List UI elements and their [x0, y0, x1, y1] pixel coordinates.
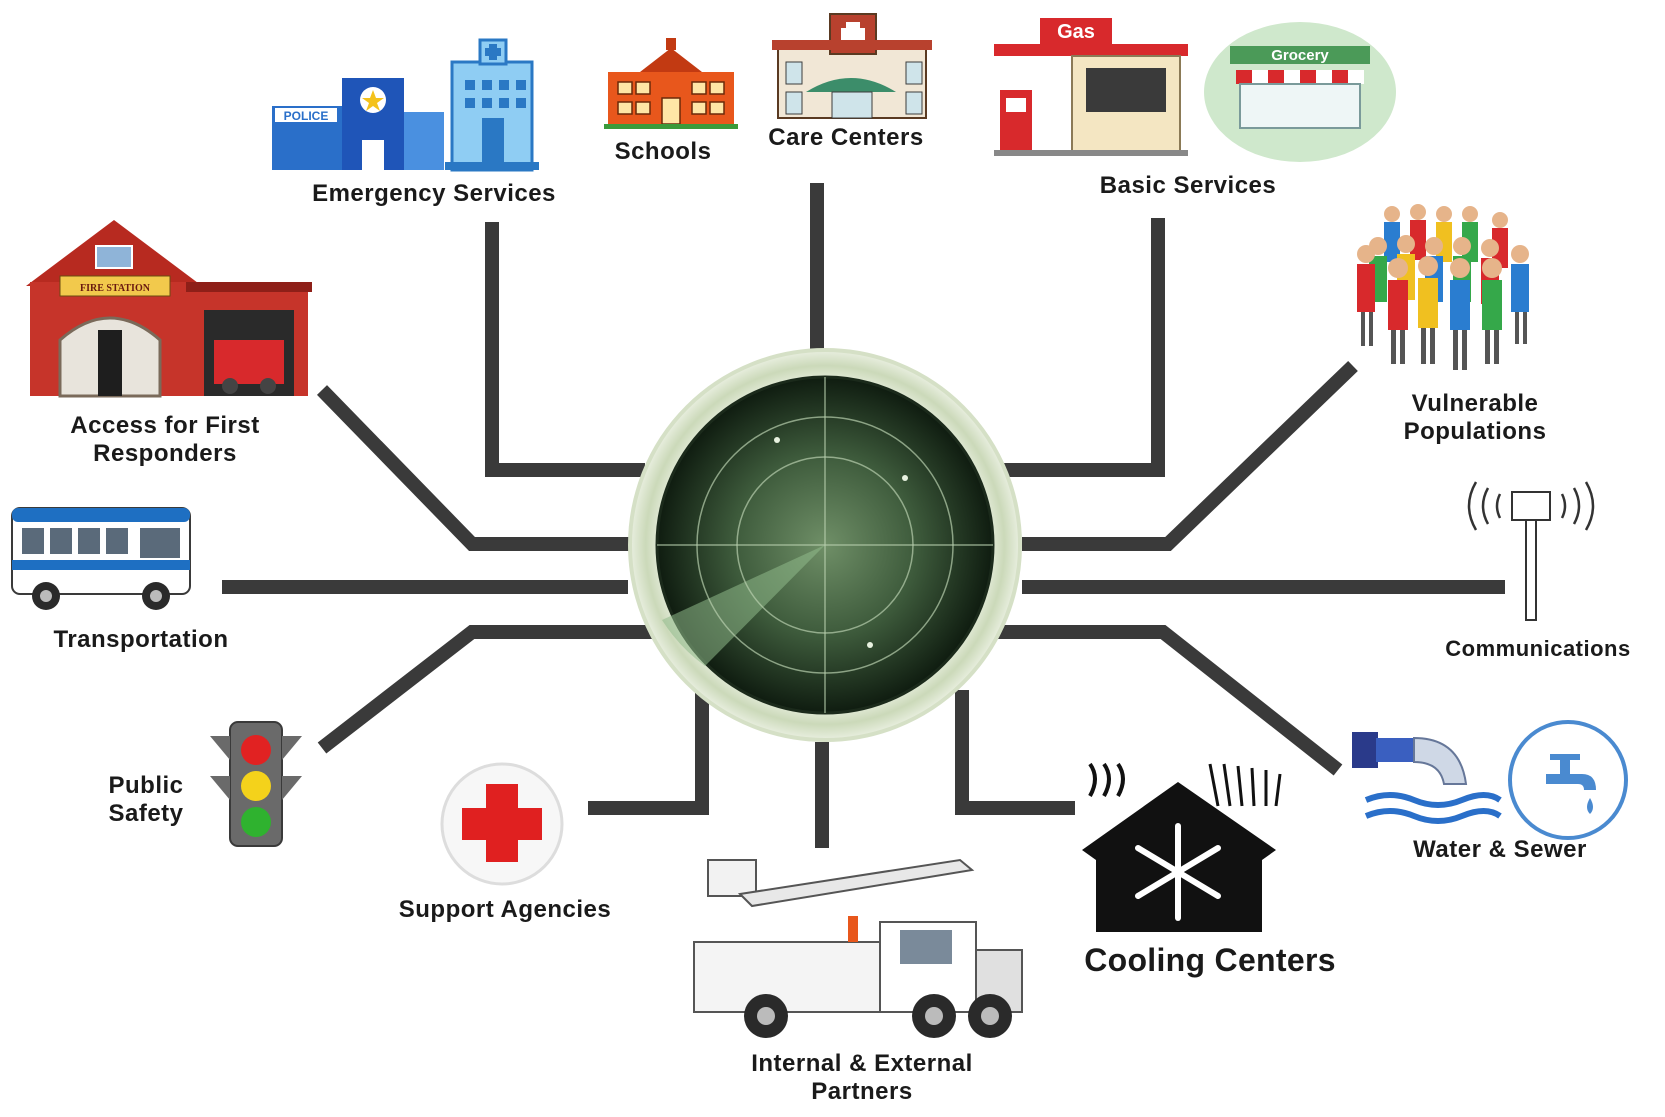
label-care-centers: Care Centers [768, 124, 924, 151]
label-vulnerable-populations-line1: Vulnerable [1411, 390, 1539, 417]
connector-lines [222, 183, 1505, 848]
care-center-icon [772, 13, 932, 119]
connector-water-sewer [990, 625, 1343, 776]
gas-grocery-icon: Gas Grocery [994, 18, 1396, 162]
label-public-safety-line2: Safety [108, 799, 184, 827]
pipe-faucet-icon [1352, 720, 1628, 840]
label-public-safety-line1: Public [108, 772, 184, 799]
label-schools: Schools [614, 138, 712, 165]
connector-emergency-services [485, 222, 645, 477]
label-support-agencies: Support Agencies [398, 896, 612, 923]
label-communications: Communications [1445, 636, 1631, 661]
school-building-icon [604, 38, 738, 129]
connector-vulnerable-populations [1022, 360, 1358, 551]
cell-tower-icon [1467, 481, 1595, 621]
grocery-sign-text: Grocery [1271, 47, 1329, 64]
label-water-sewer: Water & Sewer [1413, 836, 1587, 863]
fire-station-sign: FIRE STATION [80, 283, 151, 294]
crowd-icon [1357, 204, 1529, 370]
label-access-first-responders-line2: Responders [93, 439, 237, 467]
police-hospital-icon: POLICE [272, 38, 539, 172]
radar-icon [628, 348, 1022, 742]
red-cross-icon [440, 762, 564, 886]
label-access-first-responders: Access for First Responders [40, 412, 290, 467]
svg-text:POLICE: POLICE [284, 109, 329, 123]
connector-cooling-centers [955, 690, 1075, 815]
label-emergency-services: Emergency Services [312, 180, 556, 207]
label-vulnerable-populations-line2: Populations [1403, 417, 1547, 445]
connector-support-agencies [588, 690, 709, 815]
connector-access-first-responders [316, 385, 632, 551]
label-basic-services: Basic Services [1099, 172, 1277, 199]
label-access-first-responders-line1: Access for First [70, 412, 260, 439]
snowflake-house-icon [1082, 762, 1282, 932]
label-vulnerable-populations: Vulnerable Populations [1370, 390, 1580, 445]
fire-station-icon: FIRE STATION [26, 220, 312, 398]
connector-public-safety [317, 625, 658, 754]
bucket-truck-icon [693, 858, 1023, 1038]
label-cooling-centers: Cooling Centers [1084, 942, 1336, 978]
connector-basic-services [1002, 218, 1165, 477]
traffic-light-icon [210, 721, 302, 847]
label-partners-line1: Internal & External [751, 1050, 973, 1077]
label-public-safety: Public Safety [90, 772, 202, 827]
bus-icon [11, 507, 191, 610]
label-partners: Internal & External Partners [712, 1050, 1012, 1105]
gas-sign-text: Gas [1057, 21, 1095, 43]
label-partners-line2: Partners [811, 1077, 913, 1105]
label-transportation: Transportation [53, 626, 229, 653]
